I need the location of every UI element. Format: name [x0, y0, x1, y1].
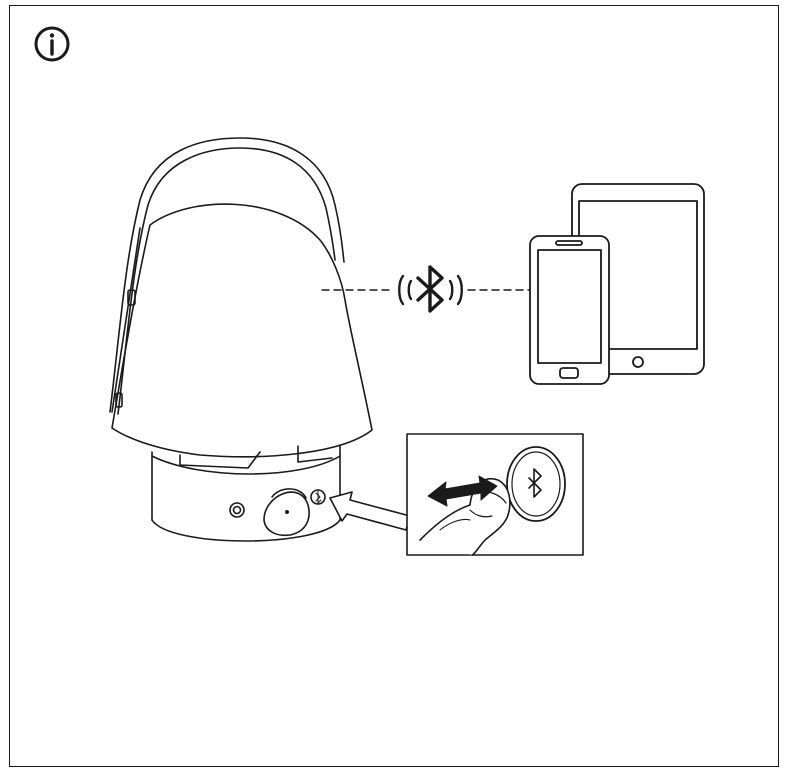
page-frame — [9, 5, 779, 767]
arrow-pointer — [329, 491, 411, 531]
speaker-lamp — [109, 137, 373, 542]
smartphone — [529, 235, 610, 385]
bluetooth-icon — [398, 265, 463, 313]
button-detail-inset — [406, 433, 584, 556]
info-circle-icon — [34, 26, 70, 62]
